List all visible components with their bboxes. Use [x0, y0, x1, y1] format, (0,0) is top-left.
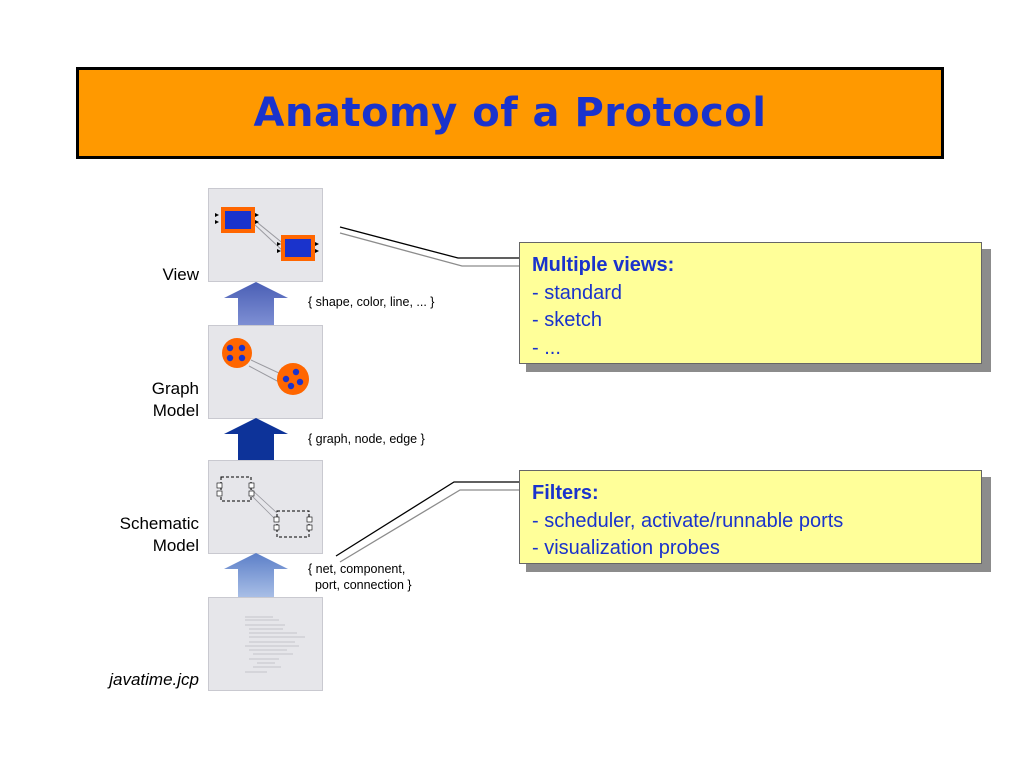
- schematic-label-line1: Schematic: [119, 514, 199, 533]
- arrow-up-icon: [224, 553, 288, 597]
- schematic-label-line2: Model: [152, 536, 199, 555]
- filters-callout: Filters: - scheduler, activate/runnable …: [519, 470, 982, 564]
- filters-connector-dark: [335, 481, 520, 557]
- views-callout-item: - sketch: [532, 309, 603, 331]
- view-node-2: [281, 235, 315, 261]
- view-diagram: [215, 207, 319, 261]
- arrow-up-icon: [224, 418, 288, 462]
- schematic-component-1: [220, 476, 252, 502]
- views-callout-item: - standard: [532, 281, 623, 304]
- arrow-up-icon: [224, 282, 288, 326]
- views-callout-item: - ...: [532, 336, 561, 359]
- view-attributes: { shape, color, line, ... }: [308, 295, 435, 309]
- page-title: Anatomy of a Protocol: [253, 90, 767, 136]
- graph-node-2: [277, 363, 309, 395]
- title-banner: Anatomy of a Protocol: [76, 67, 944, 159]
- layer-label-schematic: Schematic Model: [120, 513, 199, 557]
- graph-attributes: { graph, node, edge }: [308, 432, 425, 446]
- view-thumbnail: [208, 188, 323, 282]
- graph-node-1: [222, 338, 252, 368]
- schematic-diagram: [216, 476, 313, 538]
- layer-label-view: View: [162, 265, 199, 284]
- schematic-attributes-line1: { net, component,: [308, 562, 406, 576]
- filters-connector-grey: [339, 489, 520, 563]
- graph-thumbnail: [208, 325, 323, 419]
- views-callout-heading: Multiple views:: [532, 254, 675, 276]
- graph-diagram: [222, 338, 309, 395]
- filters-callout-item: - scheduler, activate/runnable ports: [532, 509, 844, 532]
- source-thumbnail: [208, 597, 323, 691]
- schematic-attributes: { net, component, port, connection }: [308, 561, 412, 593]
- schematic-thumbnail: [208, 460, 323, 554]
- graph-label-line1: Graph: [151, 379, 199, 398]
- layer-label-source: javatime.jcp: [109, 670, 199, 689]
- layer-label-graph: Graph Model: [152, 378, 199, 422]
- schematic-component-2: [276, 510, 310, 538]
- views-callout: Multiple views: - standard - sketch - ..…: [519, 242, 982, 364]
- graph-label-line2: Model: [152, 401, 199, 420]
- views-connector-grey: [339, 232, 520, 267]
- source-code-lines: [245, 616, 305, 673]
- views-connector-dark: [339, 226, 520, 259]
- filters-callout-item: - visualization probes: [532, 537, 720, 559]
- schematic-attributes-line2: port, connection }: [314, 578, 412, 592]
- filters-callout-heading: Filters:: [532, 482, 599, 504]
- view-node-1: [221, 207, 255, 233]
